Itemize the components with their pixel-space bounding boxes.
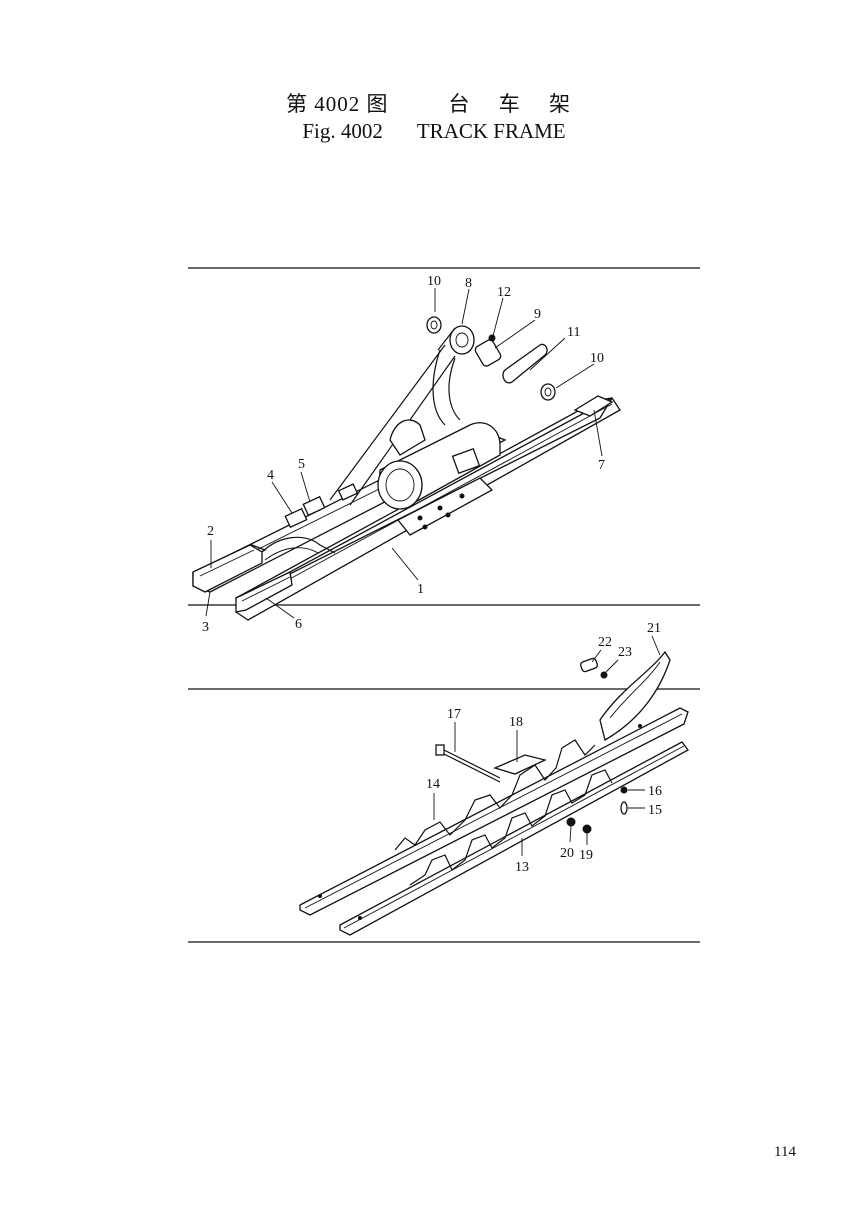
callout-6: 6 bbox=[295, 617, 302, 632]
callout-3: 3 bbox=[202, 620, 209, 635]
callout-16: 16 bbox=[648, 784, 662, 799]
callout-9: 9 bbox=[534, 307, 541, 322]
track-guard-assembly bbox=[299, 707, 689, 936]
callout-14: 14 bbox=[426, 777, 440, 792]
callout-23: 23 bbox=[618, 645, 632, 660]
callout-17: 17 bbox=[447, 707, 461, 722]
page-number: 114 bbox=[774, 1144, 796, 1160]
callout-10-top-left: 10 bbox=[427, 274, 441, 289]
callout-5: 5 bbox=[298, 457, 305, 472]
callout-4: 4 bbox=[267, 468, 274, 483]
title-cn: 台 车 架 bbox=[448, 92, 582, 116]
callout-13: 13 bbox=[515, 860, 529, 875]
callout-22: 22 bbox=[598, 635, 612, 650]
leader-lines bbox=[205, 288, 661, 856]
callout-21: 21 bbox=[647, 621, 661, 636]
figure-number-en: Fig. 4002 bbox=[302, 119, 383, 143]
callout-12: 12 bbox=[497, 285, 511, 300]
callout-7: 7 bbox=[598, 458, 605, 473]
callout-18: 18 bbox=[509, 715, 523, 730]
callout-1: 1 bbox=[417, 582, 424, 597]
callout-19: 19 bbox=[579, 848, 593, 863]
figure-number-cn: 第 4002 图 bbox=[286, 92, 389, 116]
figure-title-chinese: 第 4002 图 台 车 架 bbox=[0, 88, 868, 118]
callout-8: 8 bbox=[465, 276, 472, 291]
callout-2: 2 bbox=[207, 524, 214, 539]
callout-15: 15 bbox=[648, 803, 662, 818]
track-frame-assembly bbox=[191, 316, 621, 621]
callout-numbers: 10 8 12 9 11 10 7 5 4 2 3 6 1 21 22 23 1… bbox=[202, 274, 662, 875]
figure-title-english: Fig. 4002 TRACK FRAME bbox=[0, 119, 868, 144]
callout-10-right: 10 bbox=[590, 351, 604, 366]
callout-11: 11 bbox=[567, 325, 580, 340]
callout-20: 20 bbox=[560, 846, 574, 861]
guard-plate-assembly bbox=[579, 650, 671, 741]
title-en: TRACK FRAME bbox=[416, 119, 566, 143]
